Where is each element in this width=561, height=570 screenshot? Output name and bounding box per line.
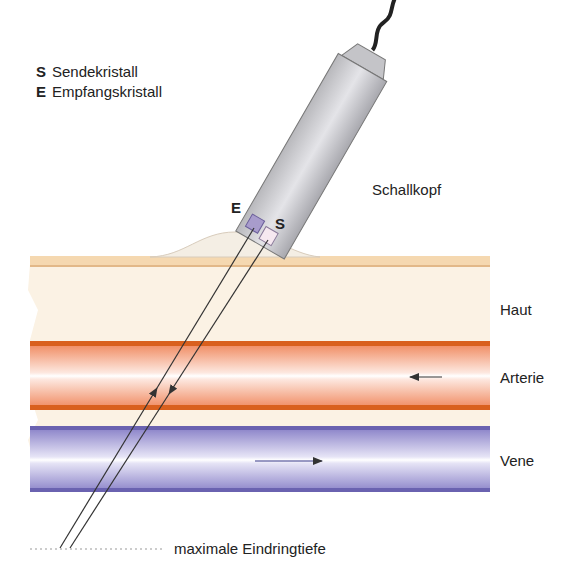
tissue [28, 264, 490, 492]
vein [30, 428, 490, 492]
legend-letter: S [36, 64, 46, 81]
legend-text: Empfangskristall [52, 84, 162, 101]
part-name: Schallkopf [372, 182, 441, 199]
legend-letter: E [36, 84, 46, 101]
legend-text: Sendekristall [52, 64, 138, 81]
probe [236, 0, 429, 259]
artery [30, 344, 490, 408]
layer-name: Haut [500, 302, 532, 319]
vessel-name: Vene [500, 453, 534, 470]
receive-crystal [245, 214, 264, 233]
crystal-letter: S [275, 216, 285, 233]
vessel-name: Arterie [500, 370, 544, 387]
receive-beam [60, 388, 157, 548]
depth-line [30, 549, 165, 550]
transmit-beam [169, 240, 268, 394]
crystal-letter: E [231, 200, 241, 217]
depth-label: maximale Eindringtiefe [174, 541, 326, 558]
